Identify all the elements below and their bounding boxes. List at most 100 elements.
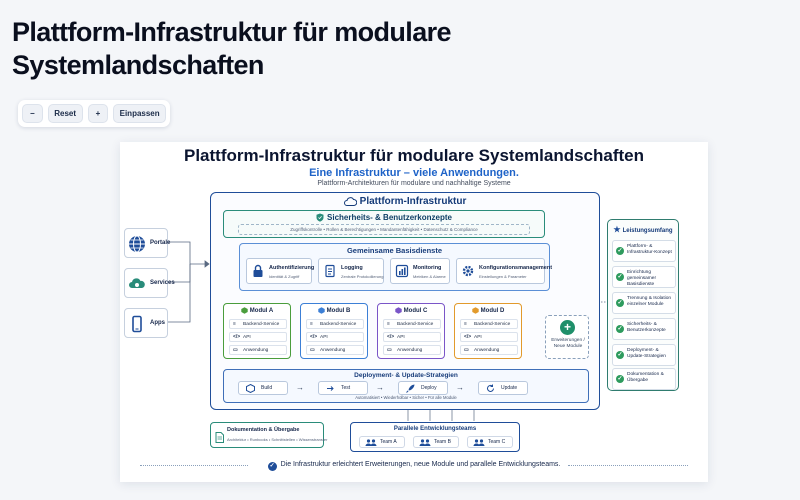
service-logging[interactable]: Logging Zentrale Protokollierung bbox=[318, 258, 384, 284]
module-row-application: ▭Anwendung bbox=[306, 345, 364, 355]
module-row-api: </>API bbox=[306, 332, 364, 342]
code-icon: </> bbox=[310, 334, 318, 340]
arrow-right-icon: → bbox=[296, 383, 304, 392]
zoom-in-button[interactable]: + bbox=[87, 104, 109, 123]
security-box[interactable]: Sicherheits- & Benutzerkonzepte Zugriffs… bbox=[223, 210, 545, 238]
module-row-application: ▭Anwendung bbox=[229, 345, 287, 355]
documentation-title: Dokumentation & Übergabe bbox=[227, 427, 300, 433]
cube-icon bbox=[317, 307, 325, 314]
module-d[interactable]: Modul D ≡Backend-Service </>API ▭Anwendu… bbox=[454, 303, 522, 359]
documentation-desc: Architektur • Runbooks • Schnittstellen … bbox=[227, 437, 328, 442]
module-title: Modul B bbox=[301, 307, 367, 314]
cloud-icon bbox=[343, 197, 357, 206]
module-a[interactable]: Modul A ≡Backend-Service </>API ▭Anwendu… bbox=[223, 303, 291, 359]
server-icon: ≡ bbox=[464, 321, 467, 327]
box-icon bbox=[246, 383, 255, 398]
fit-button[interactable]: Einpassen bbox=[113, 104, 166, 123]
scope-title: ★Leistungsumfang bbox=[613, 225, 673, 234]
deploy-step-update[interactable]: Update bbox=[478, 381, 528, 395]
deploy-step-test[interactable]: Test bbox=[318, 381, 368, 395]
server-icon: ≡ bbox=[233, 321, 236, 327]
module-row-application: ▭Anwendung bbox=[460, 345, 518, 355]
code-icon: </> bbox=[464, 334, 472, 340]
platform-container[interactable]: Plattform-Infrastruktur Sicherheits- & B… bbox=[210, 192, 600, 410]
document-icon bbox=[215, 430, 224, 448]
check-circle-icon: ✓ bbox=[267, 462, 277, 471]
people-icon bbox=[473, 439, 485, 450]
module-c[interactable]: Modul C ≡Backend-Service </>API ▭Anwendu… bbox=[377, 303, 445, 359]
teams-title: Parallele Entwicklungsteams bbox=[393, 426, 477, 432]
bar-chart-icon bbox=[395, 264, 409, 283]
extension-box[interactable]: + Erweiterungen / Neue Module bbox=[545, 315, 589, 359]
page-title: Plattform-Infrastruktur für modulare Sys… bbox=[12, 17, 452, 80]
scope-item: ✓Dokumentation & Übergabe bbox=[612, 368, 676, 390]
platform-title: Plattform-Infrastruktur bbox=[211, 196, 599, 207]
service-desc: Zentrale Protokollierung bbox=[341, 274, 384, 279]
arrow-icon bbox=[326, 384, 335, 398]
service-name: Monitoring bbox=[413, 265, 442, 271]
teams-box[interactable]: Parallele Entwicklungsteams Team A Team … bbox=[350, 422, 520, 452]
deployment-box[interactable]: Deployment- & Update-Strategien Build → … bbox=[223, 369, 589, 403]
scope-item: ✓Sicherheits- & Benutzerkonzepte bbox=[612, 318, 676, 340]
footer-divider bbox=[140, 465, 248, 466]
service-name: Authentifizierung bbox=[269, 265, 315, 271]
diagram-canvas[interactable]: Plattform-Infrastruktur für modulare Sys… bbox=[120, 142, 708, 482]
scope-item: ✓Plattform- & Infrastruktur-Konzept bbox=[612, 240, 676, 262]
scope-item: ✓Deployment- & Update-Strategien bbox=[612, 344, 676, 366]
people-icon bbox=[419, 439, 431, 450]
globe-icon bbox=[128, 235, 146, 258]
module-row-api: </>API bbox=[229, 332, 287, 342]
zoom-out-button[interactable]: − bbox=[22, 104, 43, 123]
zoom-toolbar: − Reset + Einpassen bbox=[18, 100, 170, 127]
refresh-icon bbox=[486, 384, 495, 398]
client-services[interactable]: Services bbox=[124, 268, 175, 298]
module-row-backend: ≡Backend-Service bbox=[460, 319, 518, 329]
team-a[interactable]: Team A bbox=[359, 436, 405, 448]
service-configuration[interactable]: Konfigurationsmanagement Einstellungen &… bbox=[456, 258, 552, 284]
server-icon: ≡ bbox=[310, 321, 313, 327]
footer-divider bbox=[568, 465, 688, 466]
scope-item: ✓Trennung & Isolation einzelner Module bbox=[612, 292, 676, 314]
service-monitoring[interactable]: Monitoring Metriken & Alarme bbox=[390, 258, 450, 284]
documentation-box[interactable]: Dokumentation & Übergabe Architektur • R… bbox=[210, 422, 328, 448]
diagram-subtitle: Eine Infrastruktur – viele Anwendungen. bbox=[309, 167, 519, 179]
client-label: Services bbox=[150, 280, 175, 286]
team-b[interactable]: Team B bbox=[413, 436, 459, 448]
module-row-backend: ≡Backend-Service bbox=[306, 319, 364, 329]
deploy-step-deploy[interactable]: Deploy bbox=[398, 381, 448, 395]
check-icon: ✓ bbox=[616, 273, 624, 281]
module-row-backend: ≡Backend-Service bbox=[229, 319, 287, 329]
window-icon: ▭ bbox=[464, 347, 469, 353]
deployment-footer: Automatisiert • Wiederholbar • Sicher • … bbox=[355, 395, 457, 400]
client-apps[interactable]: Apps bbox=[124, 308, 168, 338]
star-icon: ★ bbox=[613, 225, 621, 234]
cube-icon bbox=[471, 307, 479, 314]
gear-icon bbox=[461, 264, 475, 283]
deploy-step-build[interactable]: Build bbox=[238, 381, 288, 395]
people-icon bbox=[365, 439, 377, 450]
shield-icon bbox=[316, 213, 324, 222]
module-row-application: ▭Anwendung bbox=[383, 345, 441, 355]
module-b[interactable]: Modul B ≡Backend-Service </>API ▭Anwendu… bbox=[300, 303, 368, 359]
team-c[interactable]: Team C bbox=[467, 436, 513, 448]
cloud-gear-icon bbox=[128, 275, 146, 298]
diagram-footer: ✓Die Infrastruktur erleichtert Erweiteru… bbox=[267, 461, 561, 471]
service-authentication[interactable]: Authentifizierung Identität & Zugriff bbox=[246, 258, 315, 284]
security-title: Sicherheits- & Benutzerkonzepte bbox=[224, 213, 544, 222]
security-items: Zugriffskontrolle • Rollen & Berechtigun… bbox=[238, 224, 530, 235]
check-icon: ✓ bbox=[616, 375, 624, 383]
diagram-subtitle-secondary: Plattform-Architekturen für modulare und… bbox=[317, 180, 511, 187]
service-name: Konfigurationsmanagement bbox=[479, 265, 553, 271]
scope-item: ✓Einrichtung gemeinsamer Basisdienste bbox=[612, 266, 676, 288]
plus-icon: + bbox=[560, 320, 575, 335]
diagram-title: Plattform-Infrastruktur für modulare Sys… bbox=[183, 146, 645, 165]
document-list-icon bbox=[323, 264, 337, 283]
window-icon: ▭ bbox=[310, 347, 315, 353]
client-portale[interactable]: Portale bbox=[124, 228, 170, 258]
deployment-title: Deployment- & Update-Strategien bbox=[354, 372, 458, 379]
shared-services-box[interactable]: Gemeinsame Basisdienste Authentifizierun… bbox=[239, 243, 552, 291]
lock-icon bbox=[251, 264, 265, 283]
service-name: Logging bbox=[341, 265, 363, 271]
reset-button[interactable]: Reset bbox=[47, 104, 83, 123]
service-desc: Metriken & Alarme bbox=[413, 274, 446, 279]
